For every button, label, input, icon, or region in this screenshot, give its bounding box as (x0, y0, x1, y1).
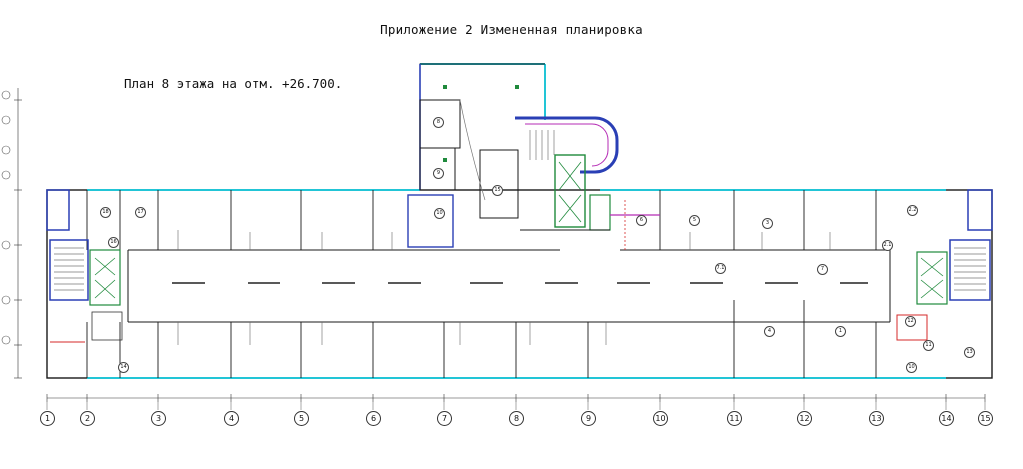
room-tag: 7.1 (715, 263, 726, 274)
axis-13: 13 (869, 411, 884, 426)
room-tag: 12 (905, 316, 916, 327)
room-tag: 8 (433, 117, 444, 128)
room-tag: 17 (135, 207, 146, 218)
upper-partitions (86, 190, 877, 250)
central-annex (407, 63, 545, 248)
axis-3: 3 (151, 411, 166, 426)
room-tag: 16 (108, 237, 119, 248)
room-tag: 7 (817, 264, 828, 275)
room-tag: 1 (835, 326, 846, 337)
axis-leader-lines (46, 402, 986, 410)
room-tag: 18 (100, 207, 111, 218)
room-tag: 5 (689, 215, 700, 226)
axis-11: 11 (727, 411, 742, 426)
facade-glazing (87, 63, 946, 379)
corridor-walls (127, 249, 891, 323)
room-tag: 13 (964, 347, 975, 358)
exterior-walls (46, 189, 993, 379)
axis-2: 2 (80, 411, 95, 426)
drawing-title: Приложение 2 Измененная планировка (380, 22, 643, 37)
right-stair-core (896, 189, 993, 341)
floor-plan-label: План 8 этажа на отм. +26.700. (124, 76, 343, 91)
room-tag: 10 (434, 208, 445, 219)
axis-15: 15 (978, 411, 993, 426)
axis-12: 12 (797, 411, 812, 426)
room-tag: 2.1 (882, 240, 893, 251)
axis-6: 6 (366, 411, 381, 426)
room-tag: 15 (492, 185, 503, 196)
room-tag: 14 (118, 362, 129, 373)
axis-10: 10 (653, 411, 668, 426)
axis-8: 8 (509, 411, 524, 426)
axis-7: 7 (437, 411, 452, 426)
axis-4: 4 (224, 411, 239, 426)
equipment-markers (443, 85, 519, 162)
room-tag: 6 (636, 215, 647, 226)
axis-14: 14 (939, 411, 954, 426)
room-tag: 9 (433, 168, 444, 179)
rounded-stair-tower (515, 116, 660, 250)
room-tag: 11 (923, 340, 934, 351)
axis-1: 1 (40, 411, 55, 426)
left-dimension-chain (14, 88, 22, 379)
left-stair-core (46, 189, 123, 343)
lower-partitions (86, 300, 877, 378)
axis-5: 5 (294, 411, 309, 426)
bottom-dimension-chain (46, 394, 986, 402)
door-swings (177, 230, 831, 345)
left-grid-markers (1, 90, 11, 345)
room-tag: 4 (764, 326, 775, 337)
room-tag: 2.2 (907, 205, 918, 216)
axis-9: 9 (581, 411, 596, 426)
room-tag: 10 (906, 362, 917, 373)
room-tag: 3 (762, 218, 773, 229)
